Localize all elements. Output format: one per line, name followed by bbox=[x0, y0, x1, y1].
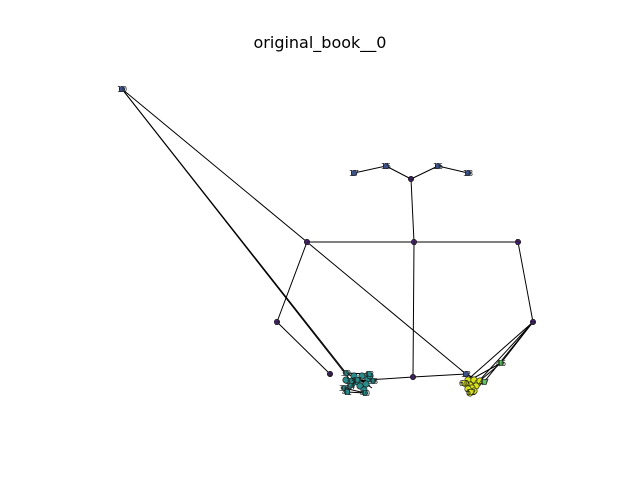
node-12 bbox=[462, 370, 470, 378]
node-17 bbox=[350, 169, 358, 177]
node-46 bbox=[497, 359, 505, 367]
node-10 bbox=[118, 85, 126, 93]
edge-1-0 bbox=[412, 241, 415, 378]
edge-9-15 bbox=[385, 165, 412, 180]
node-label-10: 10 bbox=[117, 85, 127, 94]
node-label-40: 40 bbox=[360, 389, 370, 398]
node-label-60: 60 bbox=[459, 379, 469, 388]
node-label-62: 62 bbox=[466, 388, 476, 397]
node-9 bbox=[407, 175, 415, 183]
node-41 bbox=[343, 388, 351, 396]
node-label-39: 39 bbox=[341, 369, 351, 378]
edge-2-12 bbox=[306, 241, 467, 375]
node-label-47: 47 bbox=[479, 378, 489, 387]
node-2 bbox=[303, 238, 311, 246]
node-47 bbox=[480, 378, 488, 386]
edge-10-2 bbox=[121, 88, 308, 243]
node-label-3: 3 bbox=[274, 318, 279, 327]
node-label-4: 4 bbox=[327, 370, 332, 379]
node-1 bbox=[410, 238, 418, 246]
edge-39-43 bbox=[345, 372, 370, 375]
node-15 bbox=[382, 162, 390, 170]
edge-layer bbox=[121, 88, 534, 394]
node-label-1: 1 bbox=[411, 238, 416, 247]
edge-cluster-4 bbox=[477, 321, 534, 383]
node-34 bbox=[346, 382, 354, 390]
node-label-46: 46 bbox=[496, 359, 506, 368]
node-label-16: 16 bbox=[433, 162, 443, 171]
node-label-9: 9 bbox=[408, 175, 413, 184]
edge-6-47 bbox=[483, 321, 534, 383]
edge-5-6 bbox=[517, 241, 534, 323]
edge-0-35 bbox=[350, 376, 414, 382]
node-label-38: 38 bbox=[368, 377, 378, 386]
node-label-37: 37 bbox=[352, 376, 362, 385]
node-37 bbox=[353, 376, 361, 384]
node-label-18: 18 bbox=[463, 169, 473, 178]
node-label-6: 6 bbox=[530, 318, 535, 327]
node-38 bbox=[369, 377, 377, 385]
node-16 bbox=[434, 162, 442, 170]
node-label-35: 35 bbox=[346, 377, 356, 386]
node-label-12: 12 bbox=[461, 370, 471, 379]
node-5 bbox=[514, 238, 522, 246]
node-36 bbox=[340, 384, 348, 392]
node-label-5: 5 bbox=[515, 238, 520, 247]
node-18 bbox=[464, 169, 472, 177]
node-62 bbox=[467, 388, 475, 396]
node-0 bbox=[409, 373, 417, 381]
edge-3-4 bbox=[276, 321, 331, 375]
figure-title: original_book__0 bbox=[253, 33, 387, 52]
node-label-2: 2 bbox=[304, 238, 309, 247]
node-label-41: 41 bbox=[342, 388, 352, 397]
node-3 bbox=[273, 318, 281, 326]
node-6 bbox=[529, 318, 537, 326]
node-label-0: 0 bbox=[410, 373, 415, 382]
edge-9-16 bbox=[410, 165, 439, 180]
node-label-15: 15 bbox=[381, 162, 391, 171]
edge-10-35 bbox=[121, 88, 352, 382]
edge-6-60 bbox=[463, 321, 534, 384]
edge-9-1 bbox=[410, 178, 415, 243]
node-label-17: 17 bbox=[349, 169, 359, 178]
node-60 bbox=[460, 379, 468, 387]
node-label-34: 34 bbox=[345, 382, 355, 391]
edge-16-18 bbox=[437, 165, 469, 174]
node-label-36: 36 bbox=[339, 384, 349, 393]
node-43 bbox=[365, 370, 373, 378]
node-40 bbox=[361, 389, 369, 397]
edge-0-12 bbox=[412, 373, 467, 378]
node-39 bbox=[342, 369, 350, 377]
node-4 bbox=[326, 370, 334, 378]
edge-2-3 bbox=[276, 241, 308, 323]
cluster-node-0-1 bbox=[358, 372, 366, 380]
node-label-43: 43 bbox=[364, 370, 374, 379]
edge-15-17 bbox=[353, 165, 387, 174]
